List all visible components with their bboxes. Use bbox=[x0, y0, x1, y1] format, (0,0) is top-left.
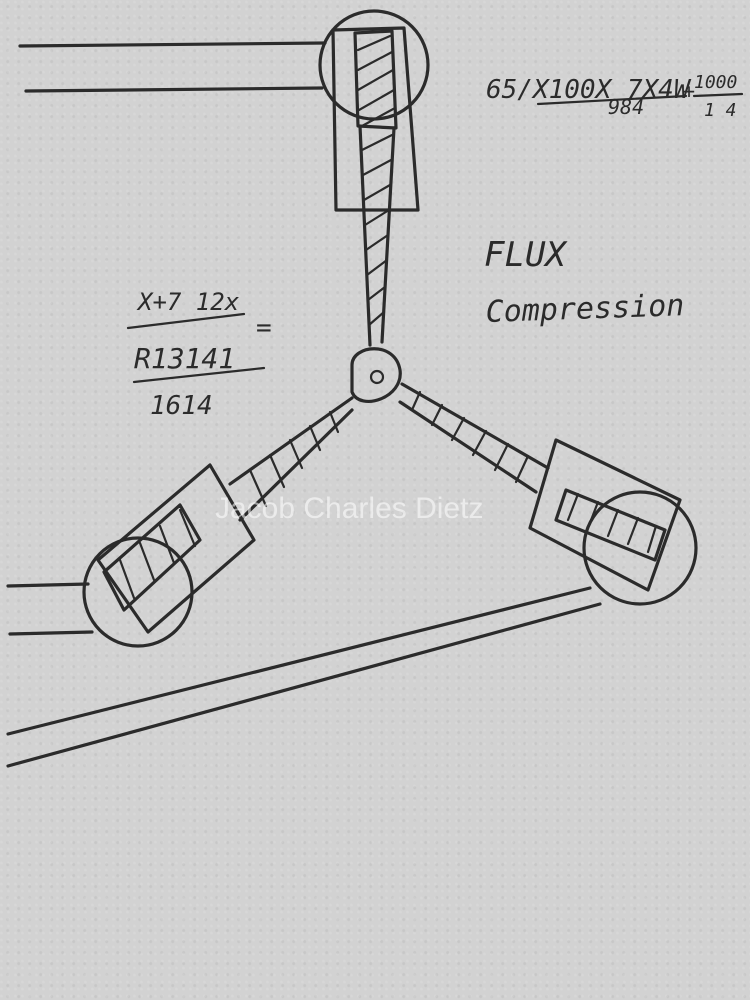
center-junction bbox=[350, 347, 402, 403]
formula-top-fraction-den: 1 4 bbox=[704, 100, 737, 121]
bottom-wire-upper bbox=[6, 586, 592, 736]
formula-top-numerator: 65/X100X 7X4W bbox=[486, 75, 692, 105]
formula-top-denominator: 984 bbox=[608, 95, 644, 119]
title-line-2: Compression bbox=[485, 288, 685, 330]
top-wire-upper bbox=[18, 41, 327, 48]
top-wire-lower bbox=[24, 86, 324, 93]
flux-title: FLUX Compression bbox=[484, 235, 685, 330]
left-wire-lower bbox=[8, 630, 94, 636]
watermark: Jacob Charles Dietz bbox=[215, 492, 483, 525]
left-electrode bbox=[82, 463, 256, 648]
bottom-wire-lower bbox=[6, 602, 602, 768]
top-electrode bbox=[318, 9, 430, 212]
right-tube bbox=[398, 382, 550, 494]
left-wire-upper bbox=[6, 582, 90, 588]
formula-left-line-3: 1614 bbox=[150, 391, 213, 421]
formula-top-plus: + bbox=[683, 79, 695, 103]
right-electrode bbox=[528, 438, 698, 606]
formula-left-equals: = bbox=[256, 313, 272, 343]
formula-top-fraction-num: 1000 bbox=[694, 72, 737, 93]
top-tube bbox=[358, 124, 396, 347]
formula-left-line-2: R13141 bbox=[134, 342, 235, 375]
formula-left: X+7 12x = R13141 1614 bbox=[126, 288, 272, 421]
left-tube bbox=[228, 396, 354, 522]
formula-top-right: 65/X100X 7X4W 984 + 1000 1 4 bbox=[486, 72, 744, 121]
formula-left-line-1: X+7 12x bbox=[136, 288, 240, 316]
title-line-1: FLUX bbox=[484, 235, 568, 275]
